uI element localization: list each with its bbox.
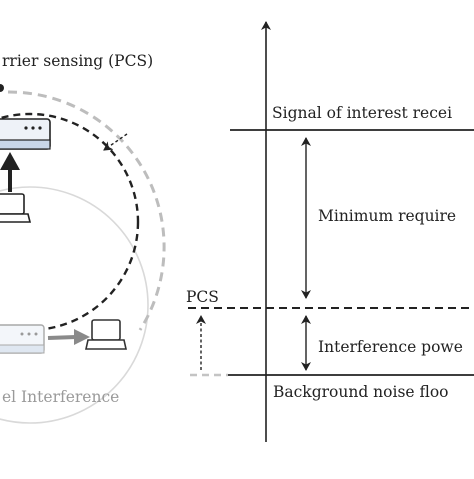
interference-arrow <box>47 335 77 340</box>
uplink-arrowhead <box>0 152 20 170</box>
signal-of-interest-label: Signal of interest recei <box>272 104 452 122</box>
range-shrink-arrow <box>103 133 128 151</box>
min-required-label: Minimum require <box>318 207 456 225</box>
interference-power-label: Interference powe <box>318 338 463 356</box>
pcs-range-dashed-circle <box>7 90 166 331</box>
pcs-threshold-label: PCS <box>186 288 219 306</box>
pcs-title: rrier sensing (PCS) <box>2 52 153 70</box>
router-icon <box>0 118 51 150</box>
left-panel: rrier sensing (PCS) <box>0 52 166 424</box>
antenna-icon <box>0 84 4 92</box>
neighbor-laptop-icon <box>85 319 127 350</box>
noise-floor-label: Background noise floo <box>273 383 449 401</box>
interferer-router-icon <box>0 324 45 354</box>
interference-arrowhead <box>74 329 90 345</box>
interference-title: el Interference <box>2 388 119 406</box>
laptop-icon <box>0 193 32 223</box>
interference-area-circle <box>0 186 149 424</box>
right-panel: Signal of interest recei Minimum require… <box>186 21 474 442</box>
